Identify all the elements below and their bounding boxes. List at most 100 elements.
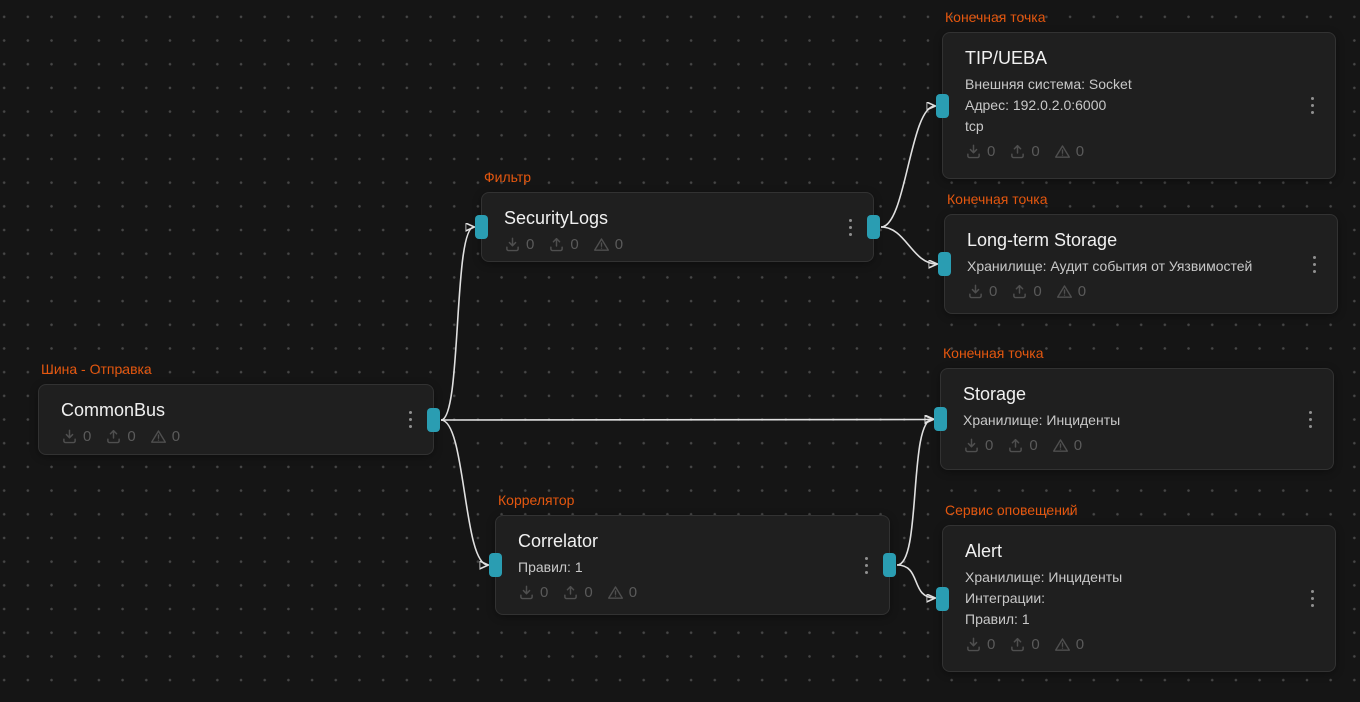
kebab-menu-icon[interactable] — [855, 550, 877, 580]
kebab-menu-icon[interactable] — [1303, 249, 1325, 279]
warning-icon — [1054, 145, 1070, 158]
received-stat: 0 — [518, 584, 548, 601]
target-handle[interactable] — [489, 553, 502, 577]
upload-icon — [550, 237, 564, 252]
errors-stat: 0 — [1052, 437, 1082, 454]
upload-icon — [564, 585, 578, 600]
source-handle[interactable] — [427, 407, 440, 432]
node-type-label: Конечная точка — [947, 191, 1048, 207]
node-tip-ueba[interactable]: Конечная точка TIP/UEBA Внешняя система:… — [936, 9, 1336, 179]
upload-icon — [1009, 438, 1023, 453]
kebab-menu-icon[interactable] — [1301, 91, 1323, 121]
node-commonbus[interactable]: Шина - Отправка CommonBus 0 0 0 — [38, 361, 440, 455]
edge-commonbus-securitylogs[interactable] — [440, 227, 474, 421]
errors-stat: 0 — [150, 428, 180, 445]
edge-commonbus-storage[interactable] — [440, 420, 933, 421]
node-title: Storage — [963, 384, 1027, 404]
node-storage[interactable]: Конечная точка Storage Хранилище: Инциде… — [934, 345, 1334, 470]
node-detail: Хранилище: Инциденты — [963, 412, 1121, 428]
received-stat: 0 — [963, 437, 993, 454]
node-title: Long-term Storage — [967, 230, 1118, 250]
edge-securitylogs-tipueba[interactable] — [880, 106, 935, 228]
edge-correlator-alert[interactable] — [896, 564, 935, 598]
edge-correlator-storage[interactable] — [896, 419, 933, 566]
warning-icon — [150, 430, 166, 443]
node-type-label: Шина - Отправка — [41, 361, 152, 377]
node-detail: tcp — [965, 118, 984, 134]
node-detail: Внешняя система: Socket — [965, 76, 1132, 92]
node-stats: 0 0 0 — [61, 428, 389, 445]
node-stats: 0 0 0 — [518, 584, 845, 601]
received-stat: 0 — [967, 283, 997, 300]
node-title: SecurityLogs — [504, 208, 609, 228]
kebab-menu-icon[interactable] — [399, 405, 421, 435]
kebab-menu-icon[interactable] — [1299, 404, 1321, 434]
edge-commonbus-correlator[interactable] — [440, 419, 488, 565]
received-stat: 0 — [504, 236, 534, 253]
node-title: Correlator — [518, 531, 599, 551]
sent-stat: 0 — [548, 236, 579, 253]
node-detail: Интеграции: — [965, 590, 1046, 606]
node-type-label: Коррелятор — [498, 492, 575, 508]
target-handle[interactable] — [936, 586, 949, 611]
upload-icon — [1011, 637, 1025, 652]
warning-icon — [1054, 638, 1070, 651]
node-title: Alert — [965, 541, 1003, 561]
target-handle[interactable] — [475, 215, 488, 239]
warning-icon — [1052, 439, 1068, 452]
download-icon — [63, 429, 76, 444]
node-stats: 0 0 0 — [965, 143, 1291, 160]
node-title: TIP/UEBA — [965, 48, 1048, 68]
node-alert[interactable]: Сервис оповещений Alert Хранилище: Инцид… — [936, 502, 1336, 672]
sent-stat: 0 — [1009, 636, 1040, 653]
download-icon — [506, 237, 519, 252]
sent-stat: 0 — [562, 584, 593, 601]
sent-stat: 0 — [1011, 283, 1042, 300]
errors-stat: 0 — [593, 236, 623, 253]
download-icon — [520, 585, 533, 600]
source-handle[interactable] — [883, 553, 896, 577]
node-detail: Хранилище: Аудит события от Уязвимостей — [967, 258, 1253, 274]
target-handle[interactable] — [936, 93, 949, 118]
node-stats: 0 0 0 — [963, 437, 1289, 454]
node-type-label: Сервис оповещений — [945, 502, 1078, 518]
node-long-term-storage[interactable]: Конечная точка Long-term Storage Хранили… — [938, 191, 1338, 314]
received-stat: 0 — [61, 428, 91, 445]
warning-icon — [1056, 285, 1072, 298]
target-handle[interactable] — [938, 252, 951, 276]
node-detail: Адрес: 192.0.2.0:6000 — [965, 97, 1107, 113]
received-stat: 0 — [965, 143, 995, 160]
node-type-label: Конечная точка — [943, 345, 1044, 361]
node-securitylogs[interactable]: Фильтр SecurityLogs 0 0 0 — [475, 169, 880, 262]
errors-stat: 0 — [1056, 283, 1086, 300]
upload-icon — [1011, 144, 1025, 159]
received-stat: 0 — [965, 636, 995, 653]
kebab-menu-icon[interactable] — [1301, 584, 1323, 614]
sent-stat: 0 — [105, 428, 136, 445]
node-stats: 0 0 0 — [965, 636, 1291, 653]
download-icon — [967, 637, 980, 652]
download-icon — [969, 284, 982, 299]
kebab-menu-icon[interactable] — [839, 212, 861, 242]
upload-icon — [107, 429, 121, 444]
node-stats: 0 0 0 — [504, 236, 829, 253]
errors-stat: 0 — [1054, 636, 1084, 653]
errors-stat: 0 — [607, 584, 637, 601]
source-handle[interactable] — [867, 215, 880, 239]
download-icon — [965, 438, 978, 453]
download-icon — [967, 144, 980, 159]
sent-stat: 0 — [1007, 437, 1038, 454]
node-correlator[interactable]: Коррелятор Correlator Правил: 1 0 0 0 — [489, 492, 896, 615]
errors-stat: 0 — [1054, 143, 1084, 160]
upload-icon — [1013, 284, 1027, 299]
edge-securitylogs-longtermstorage[interactable] — [880, 226, 937, 264]
warning-icon — [593, 238, 609, 251]
sent-stat: 0 — [1009, 143, 1040, 160]
node-title: CommonBus — [61, 400, 166, 420]
warning-icon — [607, 586, 623, 599]
node-detail: Правил: 1 — [965, 611, 1030, 627]
target-handle[interactable] — [934, 407, 947, 431]
node-type-label: Конечная точка — [945, 9, 1046, 25]
